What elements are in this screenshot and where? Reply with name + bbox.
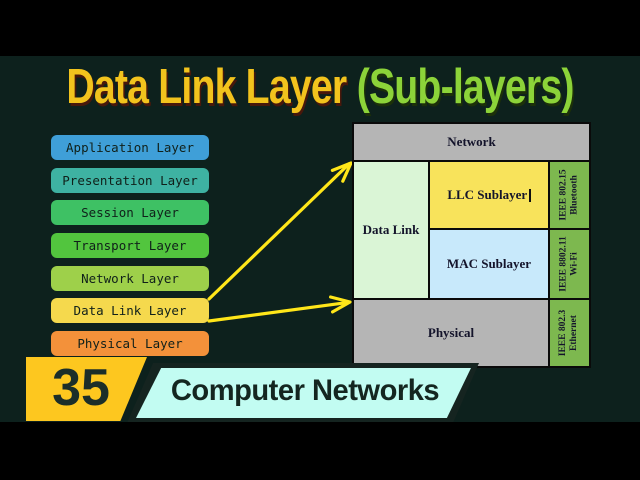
standard-code: IEEE 8802.11 xyxy=(558,236,569,292)
diagram-cell-data-link: Data Link xyxy=(354,162,428,298)
osi-box-data-link: Data Link Layer xyxy=(51,298,209,323)
standard-code: IEEE 802.3 xyxy=(558,309,569,357)
network-label: Network xyxy=(447,134,496,149)
arrow-line-upper xyxy=(207,162,351,301)
osi-box-transport: Transport Layer xyxy=(51,233,209,258)
diagram-cell-ieee-802-3: IEEE 802.3 Ethernet xyxy=(550,300,589,366)
data-link-label: Data Link xyxy=(362,222,420,237)
diagram-cell-llc: LLC Sublayer xyxy=(430,162,548,228)
lecture-number: 35 xyxy=(52,359,110,417)
arrow-line-lower xyxy=(207,300,350,323)
osi-box-session: Session Layer xyxy=(51,200,209,225)
llc-label: LLC Sublayer xyxy=(447,187,528,202)
diagram-cell-network: Network xyxy=(354,124,589,160)
standard-label-wifi: IEEE 8802.11 Wi-Fi xyxy=(559,236,581,291)
title-main-text: Data Link Layer xyxy=(66,60,347,114)
page-title: Data Link Layer (Sub-layers) xyxy=(64,58,576,116)
arrow-head-lower xyxy=(329,295,352,314)
course-name-badge xyxy=(136,368,471,418)
standard-code: IEEE 802.15 xyxy=(558,169,569,221)
course-name: Computer Networks xyxy=(170,374,440,407)
osi-box-physical: Physical Layer xyxy=(51,331,209,356)
diagram-cell-ieee-8802-11: IEEE 8802.11 Wi-Fi xyxy=(550,230,589,298)
standard-name: Ethernet xyxy=(569,315,580,351)
letterbox-bottom xyxy=(0,422,640,480)
diagram-cell-ieee-802-15: IEEE 802.15 Bluetooth xyxy=(550,162,589,228)
osi-box-network: Network Layer xyxy=(51,266,209,291)
text-cursor xyxy=(529,188,531,202)
letterbox-top xyxy=(0,0,640,56)
standard-label-ethernet: IEEE 802.3 Ethernet xyxy=(559,310,581,356)
standard-label-bluetooth: IEEE 802.15 Bluetooth xyxy=(559,169,581,220)
physical-label: Physical xyxy=(427,325,475,340)
osi-box-presentation: Presentation Layer xyxy=(51,168,209,193)
mac-label: MAC Sublayer xyxy=(446,256,532,271)
diagram-cell-mac: MAC Sublayer xyxy=(430,230,548,298)
standard-name: Wi-Fi xyxy=(569,252,580,276)
arrow-head-upper xyxy=(330,161,353,183)
osi-box-application: Application Layer xyxy=(51,135,209,160)
diagram-cell-physical: Physical xyxy=(354,300,548,366)
standard-name: Bluetooth xyxy=(569,175,580,215)
title-suffix-text: (Sub-layers) xyxy=(356,60,575,114)
slide-content: Data Link Layer (Sub-layers) Application… xyxy=(0,56,640,423)
sublayer-diagram: Network Data Link LLC Sublayer IEEE 802.… xyxy=(352,122,591,368)
